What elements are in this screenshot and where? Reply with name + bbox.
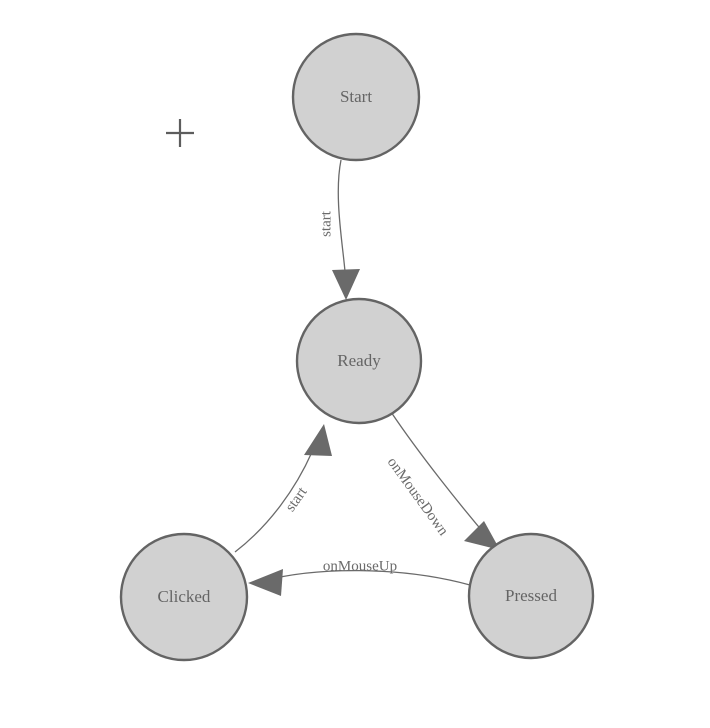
edge-label-pressed-to-clicked: onMouseUp xyxy=(323,558,397,574)
edge-start-to-ready-line xyxy=(337,159,347,286)
edge-pressed-to-clicked-line xyxy=(262,569,471,586)
node-clicked-label: Clicked xyxy=(158,587,211,606)
node-start-label: Start xyxy=(340,87,372,106)
node-clicked-circle[interactable] xyxy=(119,532,249,662)
node-pressed-circle[interactable] xyxy=(467,532,595,660)
edge-ready-to-pressed[interactable]: onMouseDown xyxy=(384,411,500,550)
edge-label-clicked-to-ready: start xyxy=(283,484,311,515)
node-ready[interactable]: Ready xyxy=(295,297,423,425)
edge-ready-to-pressed-arrowhead xyxy=(464,521,500,550)
node-start[interactable]: Start xyxy=(291,32,421,162)
edge-start-to-ready[interactable]: start xyxy=(318,159,360,300)
node-start-circle[interactable] xyxy=(291,32,421,162)
edge-pressed-to-clicked[interactable]: onMouseUp xyxy=(248,558,471,596)
node-pressed-label: Pressed xyxy=(505,586,557,605)
edge-pressed-to-clicked-arrowhead xyxy=(248,569,283,596)
node-ready-label: Ready xyxy=(337,351,381,370)
edge-label-start-to-ready: start xyxy=(318,210,334,237)
edge-clicked-to-ready[interactable]: start xyxy=(234,424,332,553)
node-pressed[interactable]: Pressed xyxy=(467,532,595,660)
node-ready-circle[interactable] xyxy=(295,297,423,425)
node-clicked[interactable]: Clicked xyxy=(119,532,249,662)
edge-label-ready-to-pressed: onMouseDown xyxy=(384,455,452,540)
edge-clicked-to-ready-line xyxy=(234,451,313,553)
edge-clicked-to-ready-arrowhead xyxy=(304,424,332,456)
plus-marker xyxy=(166,119,194,147)
edge-start-to-ready-arrowhead xyxy=(332,269,360,300)
